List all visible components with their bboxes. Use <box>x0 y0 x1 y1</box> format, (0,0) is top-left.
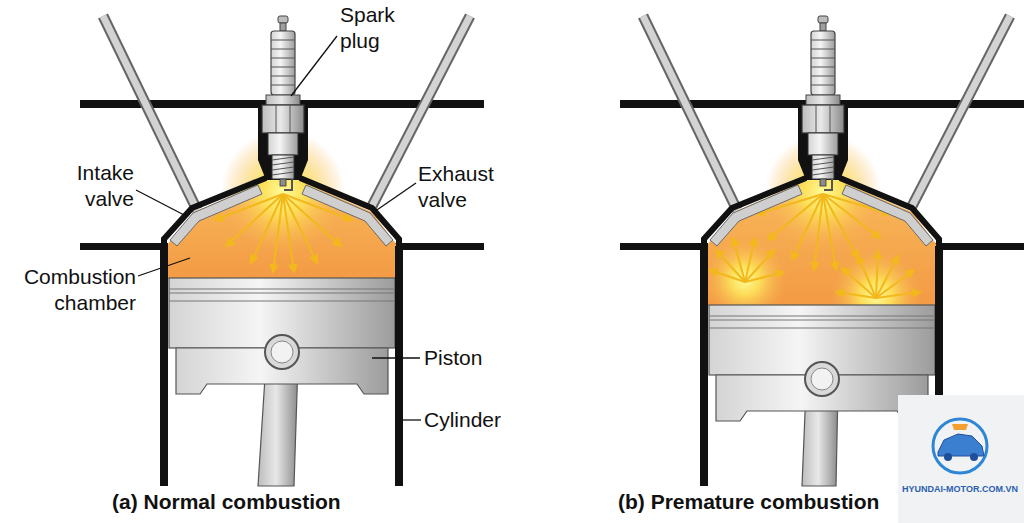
logo-book <box>952 424 968 430</box>
flame-arrow <box>745 250 774 282</box>
panel-caption: (b) Premature combustion <box>618 489 918 515</box>
spark-plug <box>802 16 844 190</box>
cylinder-head <box>620 16 1024 250</box>
part-label: Exhaust valve <box>418 161 506 213</box>
panel-caption: (a) Normal combustion <box>112 489 392 515</box>
part-label: Piston <box>424 345 514 371</box>
flame-arrow <box>273 194 283 272</box>
flame-arrow <box>733 238 745 282</box>
watermark-text: HYUNDAI-MOTOR.COM.VN <box>896 484 1024 495</box>
leader-line <box>138 258 190 276</box>
flame-arrow <box>876 256 898 298</box>
leader-line <box>136 190 186 216</box>
piston <box>169 278 395 394</box>
part-label: Intake valve <box>62 160 134 212</box>
logo-wheel <box>970 453 978 461</box>
logo-wheel <box>944 453 952 461</box>
engine-normal <box>80 16 484 486</box>
flame-arrow <box>876 251 878 298</box>
logo-ring <box>933 419 987 473</box>
flame-arrow <box>745 272 784 282</box>
watermark-panel <box>898 395 1024 523</box>
leader-lines <box>136 36 421 420</box>
spark-plug <box>262 16 304 190</box>
leader-line <box>403 419 421 420</box>
part-label: Cylinder <box>424 407 524 433</box>
flame-arrow <box>814 194 823 270</box>
leader-line <box>374 183 416 212</box>
flame-arrow <box>876 292 920 298</box>
flame-arrow <box>858 256 876 298</box>
part-label: Combustion chamber <box>6 264 136 316</box>
cylinder <box>160 246 403 486</box>
flame-arrow <box>842 268 876 298</box>
watermark <box>898 395 1024 523</box>
leader-line <box>291 36 337 96</box>
part-label: Spark plug <box>340 2 404 54</box>
logo-car <box>938 434 984 456</box>
leader-line <box>372 357 420 358</box>
